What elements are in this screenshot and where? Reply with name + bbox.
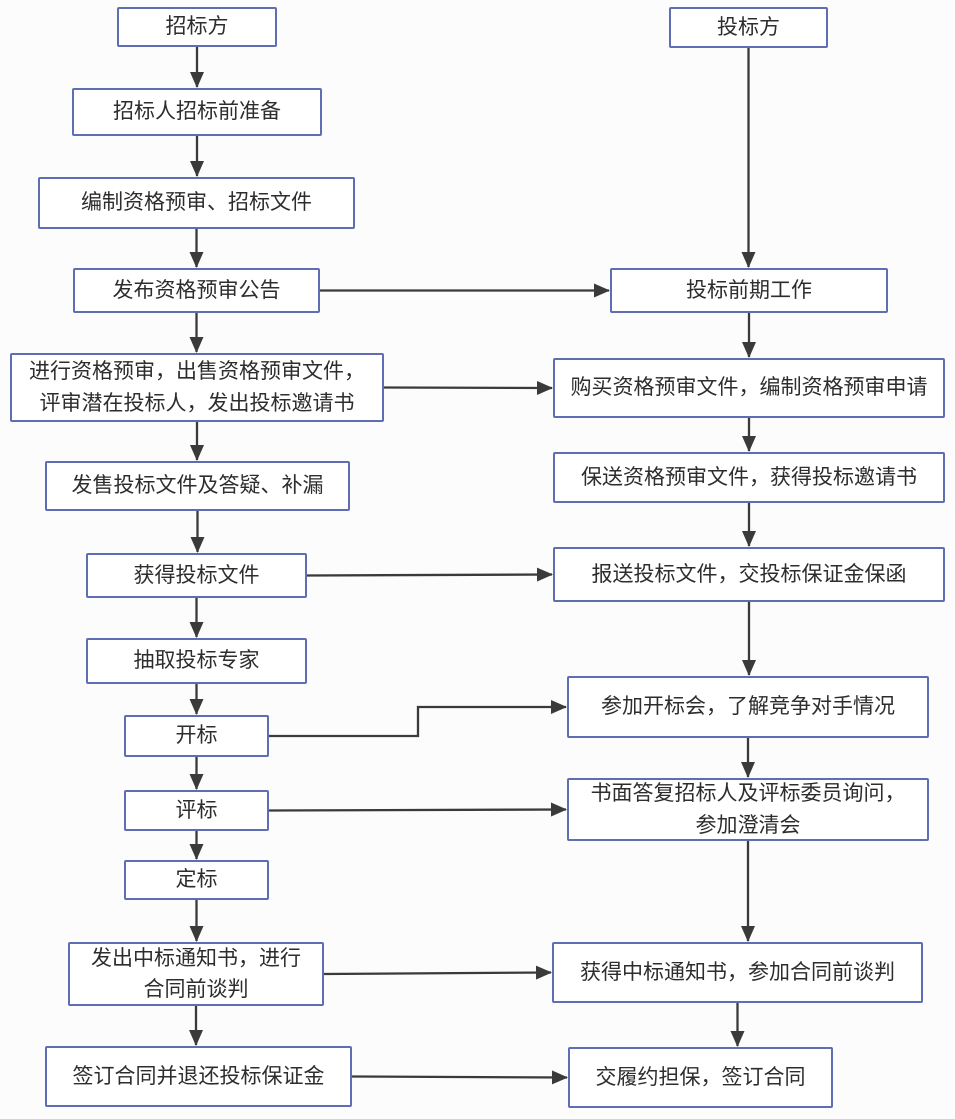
flow-node-bid-opening: 开标 bbox=[124, 715, 269, 757]
flow-node-label: 进行资格预审，出售资格预审文件， 评审潜在投标人，发出投标邀请书 bbox=[29, 360, 365, 415]
flow-node-written-reply-clarification: 书面答复招标人及评标委员询问， 参加澄清会 bbox=[567, 778, 929, 841]
flow-node-submit-bid-documents: 报送投标文件，交投标保证金保函 bbox=[553, 547, 945, 602]
flow-node-label: 参加开标会，了解竞争对手情况 bbox=[601, 695, 895, 719]
flow-node-bidder-title: 投标方 bbox=[669, 7, 828, 48]
flow-node-pre-tender-preparation: 招标人招标前准备 bbox=[72, 88, 322, 136]
flow-node-performance-guarantee-sign-contract: 交履约担保，签订合同 bbox=[568, 1047, 833, 1108]
flow-node-bid-evaluation: 评标 bbox=[124, 790, 269, 831]
flow-node-buy-prequalification-documents: 购买资格预审文件，编制资格预审申请 bbox=[553, 358, 945, 418]
flow-node-label: 评标 bbox=[175, 798, 218, 822]
flow-node-label: 获得投标文件 bbox=[133, 563, 260, 587]
flow-edge-conduct-prequalification-to-buy-prequalification-documents bbox=[383, 380, 553, 395]
flow-node-label: 发售投标文件及答疑、补漏 bbox=[71, 474, 324, 498]
flow-node-label: 签订合同并退还投标保证金 bbox=[72, 1064, 325, 1088]
flow-node-label: 招标人招标前准备 bbox=[113, 100, 281, 124]
flow-node-label: 报送投标文件，交投标保证金保函 bbox=[591, 562, 907, 586]
flow-node-label: 购买资格预审文件，编制资格预审申请 bbox=[570, 376, 928, 400]
flow-node-select-bid-experts: 抽取投标专家 bbox=[86, 638, 307, 684]
flow-node-sign-contract-refund-deposit: 签订合同并退还投标保证金 bbox=[45, 1046, 352, 1107]
flow-node-issue-tender-documents-qa: 发售投标文件及答疑、补漏 bbox=[45, 461, 350, 511]
flow-node-label: 获得中标通知书，参加合同前谈判 bbox=[580, 960, 895, 984]
flow-node-label: 交履约担保，签订合同 bbox=[595, 1065, 806, 1089]
flow-node-label: 投标前期工作 bbox=[686, 278, 812, 302]
flow-node-obtain-bid-documents: 获得投标文件 bbox=[86, 553, 307, 598]
flow-node-tenderer-title: 招标方 bbox=[117, 7, 277, 47]
flow-node-submit-prequalification-documents: 保送资格预审文件，获得投标邀请书 bbox=[553, 452, 945, 503]
flow-edge-bid-evaluation-to-written-reply-clarification bbox=[268, 802, 567, 817]
flow-edge-obtain-bid-documents-to-submit-bid-documents bbox=[306, 567, 553, 582]
flow-node-prepare-prequalification-and-tender-documents: 编制资格预审、招标文件 bbox=[38, 177, 355, 229]
flow-edge-bid-opening-to-attend-bid-opening bbox=[269, 700, 567, 738]
flow-node-label: 书面答复招标人及评标委员询问， 参加澄清会 bbox=[590, 782, 906, 837]
flow-node-attend-bid-opening: 参加开标会，了解竞争对手情况 bbox=[567, 676, 929, 738]
flow-node-conduct-prequalification: 进行资格预审，出售资格预审文件， 评审潜在投标人，发出投标邀请书 bbox=[10, 353, 384, 422]
flow-node-label: 抽取投标专家 bbox=[133, 649, 260, 673]
flow-node-pre-bid-work: 投标前期工作 bbox=[610, 268, 888, 313]
flow-node-label: 发出中标通知书，进行 合同前谈判 bbox=[91, 946, 301, 1002]
flow-node-label: 投标方 bbox=[717, 15, 780, 39]
flow-node-label: 定标 bbox=[175, 868, 218, 892]
flow-node-publish-prequalification-announcement: 发布资格预审公告 bbox=[73, 268, 320, 313]
flow-node-obtain-award-notice: 获得中标通知书，参加合同前谈判 bbox=[552, 942, 923, 1003]
flow-node-label: 发布资格预审公告 bbox=[112, 278, 281, 302]
flow-node-label: 招标方 bbox=[165, 15, 229, 39]
flow-node-label: 编制资格预审、招标文件 bbox=[81, 191, 312, 215]
flow-node-issue-award-notice: 发出中标通知书，进行 合同前谈判 bbox=[68, 942, 324, 1006]
flow-edge-issue-award-notice-to-obtain-award-notice bbox=[323, 965, 552, 980]
flow-node-award-determination: 定标 bbox=[124, 860, 269, 900]
flow-node-label: 保送资格预审文件，获得投标邀请书 bbox=[581, 465, 917, 489]
flow-node-label: 开标 bbox=[175, 724, 218, 748]
flow-edge-sign-contract-refund-deposit-to-performance-guarantee-sign-contract bbox=[351, 1070, 568, 1085]
